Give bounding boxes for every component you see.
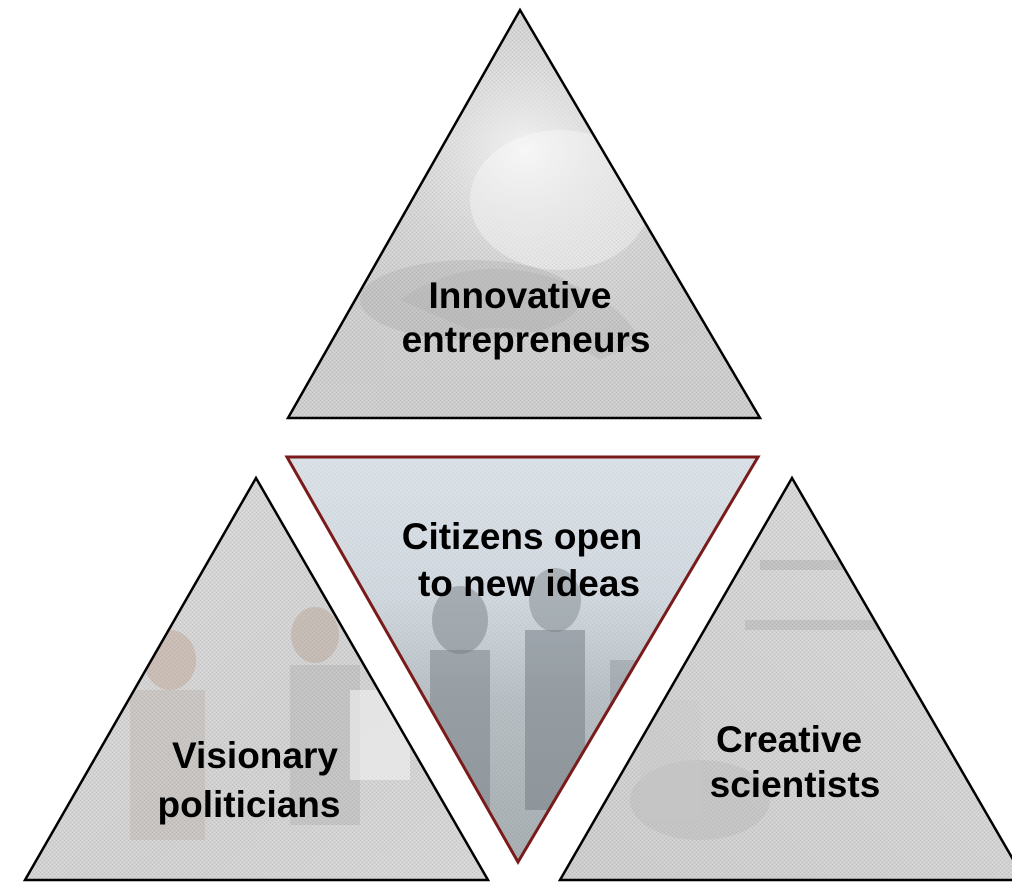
- label-scientists: scientists: [710, 764, 881, 805]
- triangle-right-outline: [557, 475, 1012, 882]
- label-to-new-ideas: to new ideas: [418, 563, 640, 604]
- label-creative: Creative: [716, 719, 862, 760]
- triangle-top-innovative-entrepreneurs: Innovative entrepreneurs: [285, 7, 763, 420]
- label-politicians: politicians: [158, 784, 341, 825]
- triangle-top-outline: [285, 7, 763, 420]
- triangle-left-outline: [22, 475, 491, 882]
- label-citizens-open: Citizens open: [402, 516, 643, 557]
- triangle-center-outline: [284, 455, 761, 865]
- label-entrepreneurs: entrepreneurs: [402, 319, 651, 360]
- label-visionary: Visionary: [172, 735, 338, 776]
- hand-photo-texture: [288, 10, 760, 418]
- label-innovative: Innovative: [429, 275, 612, 316]
